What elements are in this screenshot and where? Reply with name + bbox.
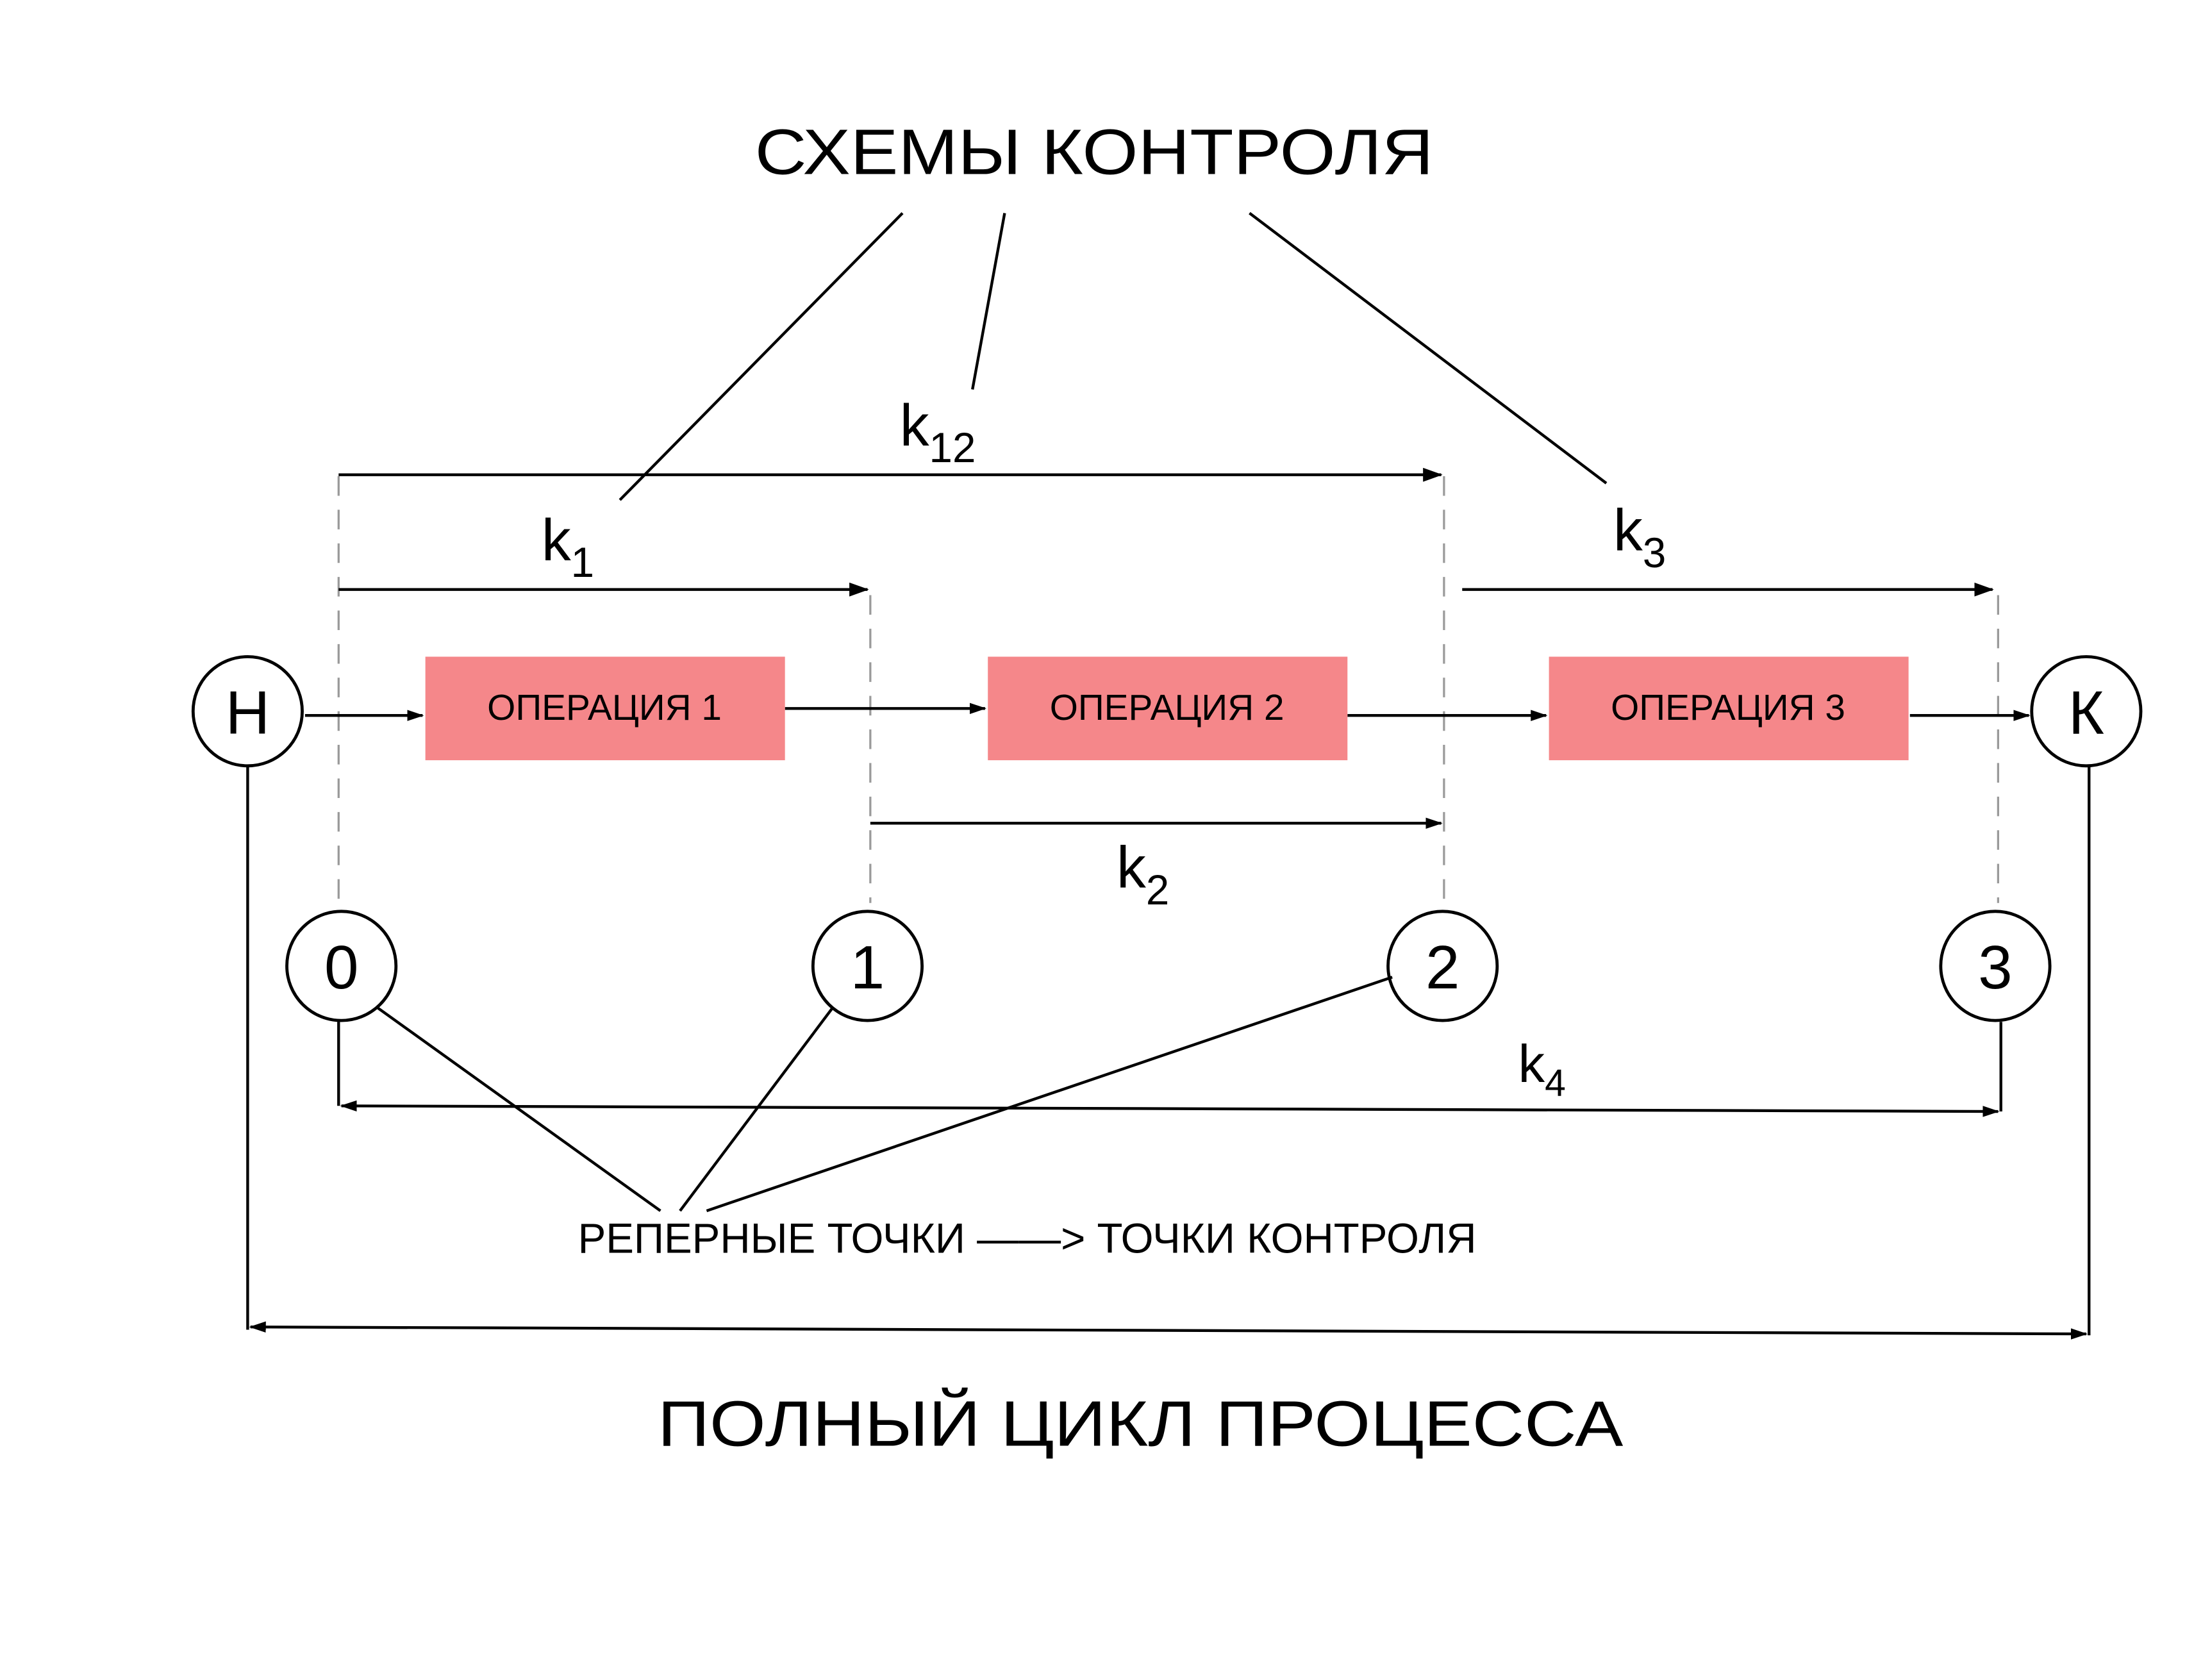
span-label-k2: k2 xyxy=(1117,835,1169,913)
operation-label-1: ОПЕРАЦИЯ 1 xyxy=(487,688,722,728)
span-arrow-full-cycle xyxy=(249,1321,2088,1340)
span-label-k1: k1 xyxy=(542,508,594,586)
span-label-k4: k4 xyxy=(1518,1034,1566,1104)
reference-caption-left: РЕПЕРНЫЕ ТОЧКИ xyxy=(578,1215,965,1261)
title-connector-k12 xyxy=(971,213,1006,390)
reference-point-1: 1 xyxy=(811,910,924,1022)
operation-label-2: ОПЕРАЦИЯ 2 xyxy=(1050,688,1284,728)
reference-caption: РЕПЕРНЫЕ ТОЧКИ ——> ТОЧКИ КОНТРОЛЯ xyxy=(578,1215,1477,1261)
reference-point-label-3: 3 xyxy=(1978,933,2012,1002)
start-node-label: Н xyxy=(226,679,270,747)
operation-box-1: ОПЕРАЦИЯ 1 xyxy=(425,656,785,761)
span-arrow-k4 xyxy=(340,1100,2000,1117)
start-node: Н xyxy=(191,655,304,768)
footer-title: ПОЛНЫЙ ЦИКЛ ПРОЦЕССА xyxy=(658,1388,1623,1460)
reference-point-0: 0 xyxy=(285,910,398,1022)
end-node: К xyxy=(2030,655,2143,768)
operation-box-3: ОПЕРАЦИЯ 3 xyxy=(1549,656,1909,761)
reference-point-label-2: 2 xyxy=(1425,933,1459,1002)
reference-caption-arrow: ——> xyxy=(977,1215,1085,1261)
title-connector-k1 xyxy=(619,212,904,501)
span-label-k12: k12 xyxy=(900,393,976,471)
reference-point-2: 2 xyxy=(1386,910,1499,1022)
end-node-label: К xyxy=(2068,679,2104,747)
reference-point-3: 3 xyxy=(1939,910,2052,1022)
ref-connector-2 xyxy=(706,976,1393,1213)
ref-connector-0 xyxy=(377,1006,661,1212)
ref-connector-1 xyxy=(679,1007,834,1212)
reference-point-label-1: 1 xyxy=(851,933,885,1002)
operation-box-2: ОПЕРАЦИЯ 2 xyxy=(988,656,1348,761)
diagram-title: СХЕМЫ КОНТРОЛЯ xyxy=(755,116,1434,188)
reference-caption-right: ТОЧКИ КОНТРОЛЯ xyxy=(1097,1215,1477,1261)
operation-label-3: ОПЕРАЦИЯ 3 xyxy=(1611,688,1845,728)
reference-point-label-0: 0 xyxy=(324,933,358,1002)
title-connector-k3 xyxy=(1249,212,1608,485)
span-label-k3: k3 xyxy=(1613,498,1666,576)
